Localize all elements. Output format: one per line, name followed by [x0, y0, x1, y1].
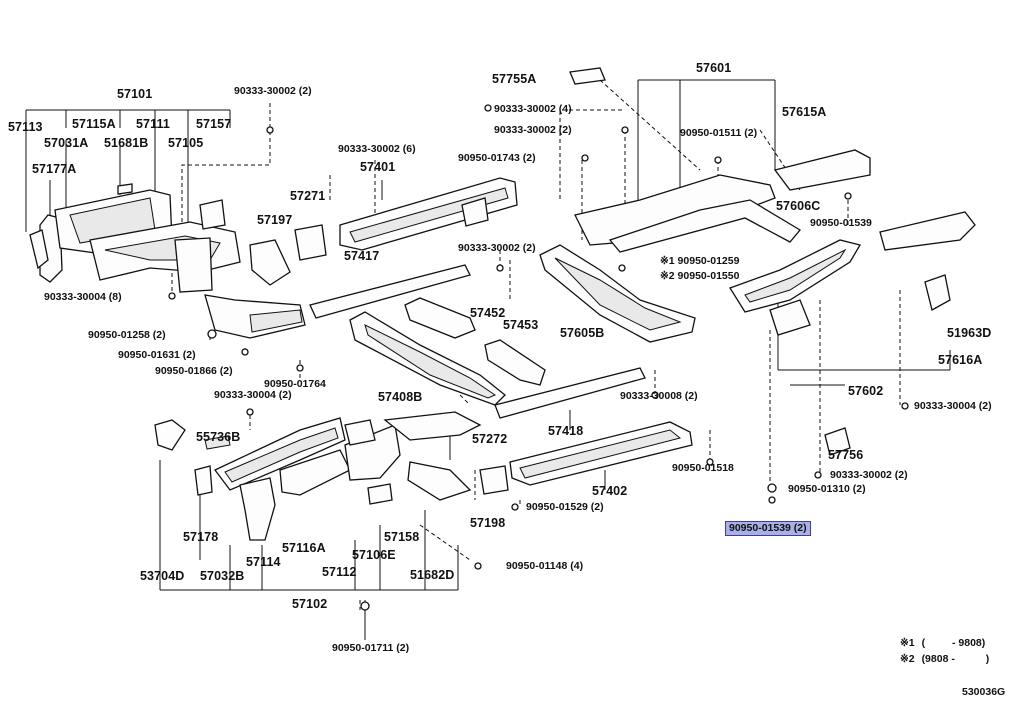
hardware-label[interactable]: 90950-01258 (2) [88, 329, 166, 341]
part-label-57601[interactable]: 57601 [696, 61, 732, 75]
hardware-label[interactable]: 90950-01866 (2) [155, 365, 233, 377]
part-label-57113[interactable]: 57113 [8, 120, 43, 134]
part-label-57101[interactable]: 57101 [117, 87, 153, 101]
hardware-label[interactable]: 90950-01529 (2) [526, 501, 604, 513]
hardware-label[interactable]: 90333-30004 (2) [914, 400, 992, 412]
footnote-2: ※2 (9808 - ) [900, 653, 990, 665]
part-label-57177A[interactable]: 57177A [32, 162, 77, 176]
part-label-51682D[interactable]: 51682D [410, 568, 455, 582]
rear-side-member [729, 211, 976, 456]
part-label-57111[interactable]: 57111 [136, 117, 170, 131]
part-label-51963D[interactable]: 51963D [947, 326, 992, 340]
part-label-57116A[interactable]: 57116A [282, 541, 326, 555]
part-label-57115A[interactable]: 57115A [72, 117, 116, 131]
hardware-label[interactable]: 90950-01310 (2) [788, 483, 866, 495]
part-label-57615A[interactable]: 57615A [782, 105, 827, 119]
hardware-label[interactable]: 90950-01711 (2) [332, 642, 410, 654]
hardware-label[interactable]: 90333-30002 (2) [830, 469, 908, 481]
hardware-label[interactable]: 90950-01518 [672, 462, 734, 474]
hardware-label[interactable]: 90950-01148 (4) [506, 560, 584, 572]
part-label-57106E[interactable]: 57106E [352, 548, 396, 562]
highlighted-part-label[interactable]: 90950-01539 (2) [725, 521, 811, 536]
rail-57401 [339, 177, 518, 251]
rail-57605B [539, 244, 696, 343]
part-label-57402[interactable]: 57402 [592, 484, 628, 498]
rail-57417 [309, 264, 471, 319]
hardware-label[interactable]: 90950-01764 [264, 378, 326, 390]
part-label-57178[interactable]: 57178 [183, 530, 219, 544]
hardware-label[interactable]: 90333-30004 (8) [44, 291, 122, 303]
bracket-57755A [569, 67, 606, 85]
part-label-57602[interactable]: 57602 [848, 384, 884, 398]
figure-code: 530036G [962, 686, 1006, 698]
part-label-57198[interactable]: 57198 [470, 516, 506, 530]
part-label-57112[interactable]: 57112 [322, 565, 357, 579]
part-label-53704D[interactable]: 53704D [140, 569, 185, 583]
hardware-label[interactable]: ※1 90950-01259 [660, 255, 740, 267]
part-label-57418[interactable]: 57418 [548, 424, 584, 438]
part-label-55736B[interactable]: 55736B [196, 430, 241, 444]
hardware-label[interactable]: 90950-01539 [810, 217, 872, 229]
part-label-57755A[interactable]: 57755A [492, 72, 537, 86]
part-label-57408B[interactable]: 57408B [378, 390, 423, 404]
hardware-label[interactable]: 90333-30002 (4) [494, 103, 572, 115]
crossmembers-center [349, 297, 546, 406]
hardware-label[interactable]: 90950-01511 (2) [680, 127, 758, 139]
part-label-57031A[interactable]: 57031A [44, 136, 89, 150]
hardware-label[interactable]: 90333-30002 (6) [338, 143, 416, 155]
part-label-57032B[interactable]: 57032B [200, 569, 245, 583]
hardware-label[interactable]: 90333-30002 (2) [234, 85, 312, 97]
part-label-57197[interactable]: 57197 [257, 213, 293, 227]
front-apron-cluster [29, 183, 306, 339]
part-label-57417[interactable]: 57417 [344, 249, 380, 263]
rear-frame-57601 [574, 149, 871, 253]
part-label-57606C[interactable]: 57606C [776, 199, 821, 213]
part-label-57157[interactable]: 57157 [196, 117, 232, 131]
part-label-57158[interactable]: 57158 [384, 530, 420, 544]
fasteners [168, 104, 909, 611]
rocker-rails [494, 367, 693, 486]
part-label-57114[interactable]: 57114 [246, 555, 281, 569]
hardware-label[interactable]: 90333-30002 (2) [458, 242, 536, 254]
part-label-57605B[interactable]: 57605B [560, 326, 605, 340]
part-label-51681B[interactable]: 51681B [104, 136, 149, 150]
part-label-57756[interactable]: 57756 [828, 448, 864, 462]
part-label-57401[interactable]: 57401 [360, 160, 396, 174]
hardware-label[interactable]: 90333-30008 (2) [620, 390, 698, 402]
hardware-label[interactable]: 90950-01631 (2) [118, 349, 196, 361]
part-label-57452[interactable]: 57452 [470, 306, 506, 320]
part-label-57271[interactable]: 57271 [290, 189, 326, 203]
part-label-57105[interactable]: 57105 [168, 136, 204, 150]
lower-front-cluster [154, 411, 509, 541]
part-label-57616A[interactable]: 57616A [938, 353, 983, 367]
hardware-label[interactable]: ※2 90950-01550 [660, 270, 740, 282]
hardware-label[interactable]: 90950-01743 (2) [458, 152, 536, 164]
part-label-57102[interactable]: 57102 [292, 597, 328, 611]
brackets-57197-57271 [249, 224, 327, 286]
hardware-label[interactable]: 90333-30002 (2) [494, 124, 572, 136]
hardware-label[interactable]: 90333-30004 (2) [214, 389, 292, 401]
part-label-57453[interactable]: 57453 [503, 318, 539, 332]
part-label-57272[interactable]: 57272 [472, 432, 508, 446]
footnote-1: ※1 ( - 9808) [900, 637, 986, 649]
